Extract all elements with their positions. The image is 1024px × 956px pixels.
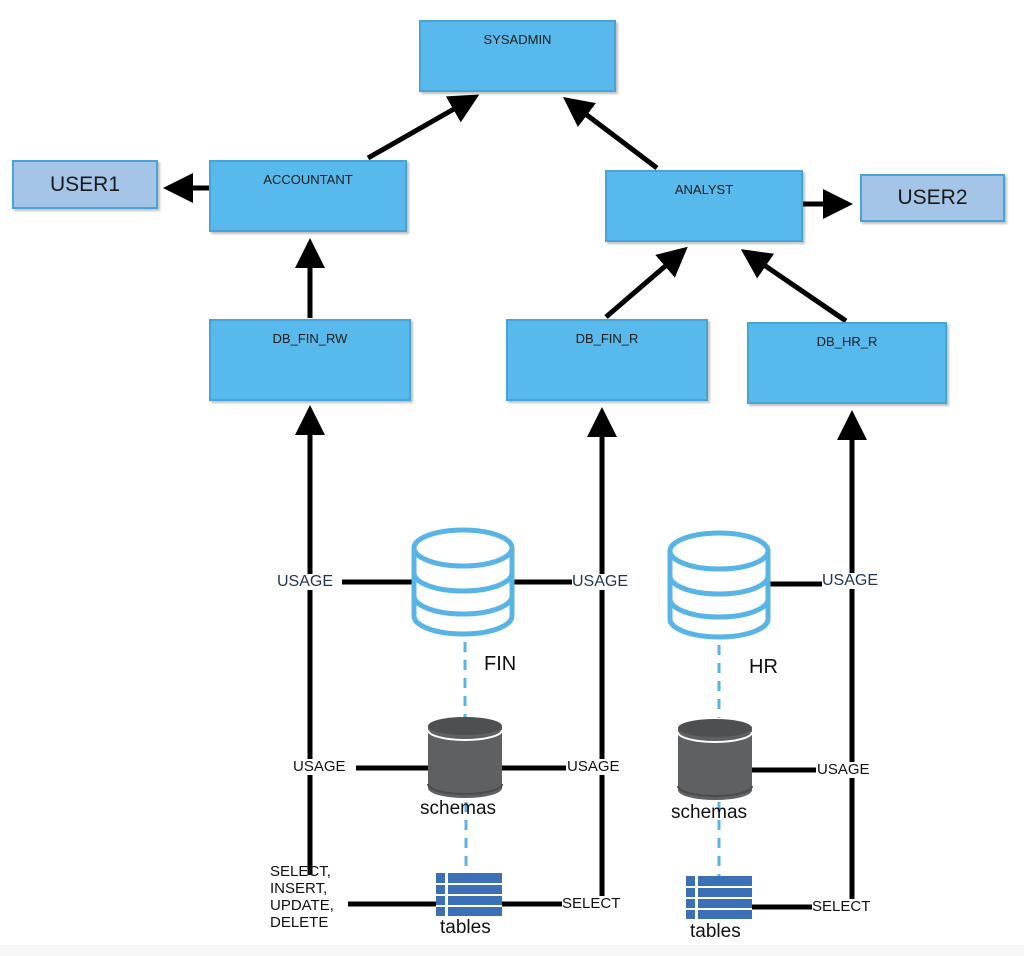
- hierarchy-arrows: [163, 94, 853, 324]
- canvas-bottom-edge: [0, 945, 1024, 956]
- privilege-fin-schema-usage-r: USAGE: [567, 758, 620, 775]
- privilege-fin-schema-usage-rw: USAGE: [293, 758, 346, 775]
- fin-database-label: FIN: [484, 653, 517, 675]
- fin-tables-icon: [436, 873, 502, 916]
- privilege-fin-tables-select: SELECT: [562, 895, 621, 912]
- hr-schemas-label: schemas: [671, 802, 748, 823]
- privilege-hr-db-usage-r: USAGE: [822, 572, 879, 589]
- hr-schema-icon: [677, 719, 753, 800]
- role-analyst-label: ANALYST: [674, 182, 734, 197]
- hr-database-icon: [667, 530, 771, 640]
- fin-tables-label: tables: [440, 917, 491, 938]
- user1-label: USER1: [49, 172, 121, 196]
- role-db-hr-r[interactable]: DB_HR_R: [747, 322, 947, 404]
- privilege-arrows: [295, 405, 867, 903]
- role-analyst[interactable]: ANALYST: [605, 170, 803, 242]
- role-sysadmin[interactable]: SYSADMIN: [419, 20, 616, 92]
- role-sysadmin-label: SYSADMIN: [483, 32, 552, 47]
- arrow-dbhrr-to-analyst: [740, 249, 848, 324]
- privilege-connectors: [342, 579, 822, 910]
- privilege-fin-tables-rw: SELECT, INSERT, UPDATE, DELETE: [270, 863, 334, 931]
- user2-box[interactable]: USER2: [860, 174, 1005, 222]
- role-accountant[interactable]: ACCOUNTANT: [209, 160, 407, 232]
- hr-tables-icon: [686, 876, 752, 919]
- hr-tables-label: tables: [690, 921, 741, 942]
- privilege-hr-tables-select: SELECT: [812, 898, 871, 915]
- role-db-hr-r-label: DB_HR_R: [816, 334, 878, 349]
- role-accountant-label: ACCOUNTANT: [263, 172, 353, 187]
- privilege-fin-db-usage-rw: USAGE: [277, 573, 334, 590]
- fin-schema-icon: [427, 717, 503, 798]
- hr-database-label: HR: [749, 656, 778, 678]
- fin-schemas-label: schemas: [420, 798, 497, 819]
- privilege-hr-schema-usage-r: USAGE: [817, 761, 870, 778]
- arrow-analyst-to-sysadmin: [563, 96, 659, 170]
- role-db-fin-r-label: DB_FIN_R: [575, 331, 639, 346]
- role-db-fin-rw[interactable]: DB_FIN_RW: [209, 319, 411, 401]
- role-db-fin-r[interactable]: DB_FIN_R: [506, 319, 708, 401]
- user2-label: USER2: [897, 186, 968, 209]
- arrow-dbfinr-to-analyst: [604, 246, 688, 319]
- object-containment-links: [463, 642, 721, 878]
- fin-database-icon: [411, 527, 515, 637]
- privilege-fin-db-usage-r: USAGE: [572, 573, 629, 590]
- role-db-fin-rw-label: DB_FIN_RW: [272, 331, 348, 346]
- user1-box[interactable]: USER1: [12, 160, 158, 209]
- arrow-accountant-to-sysadmin: [366, 94, 480, 161]
